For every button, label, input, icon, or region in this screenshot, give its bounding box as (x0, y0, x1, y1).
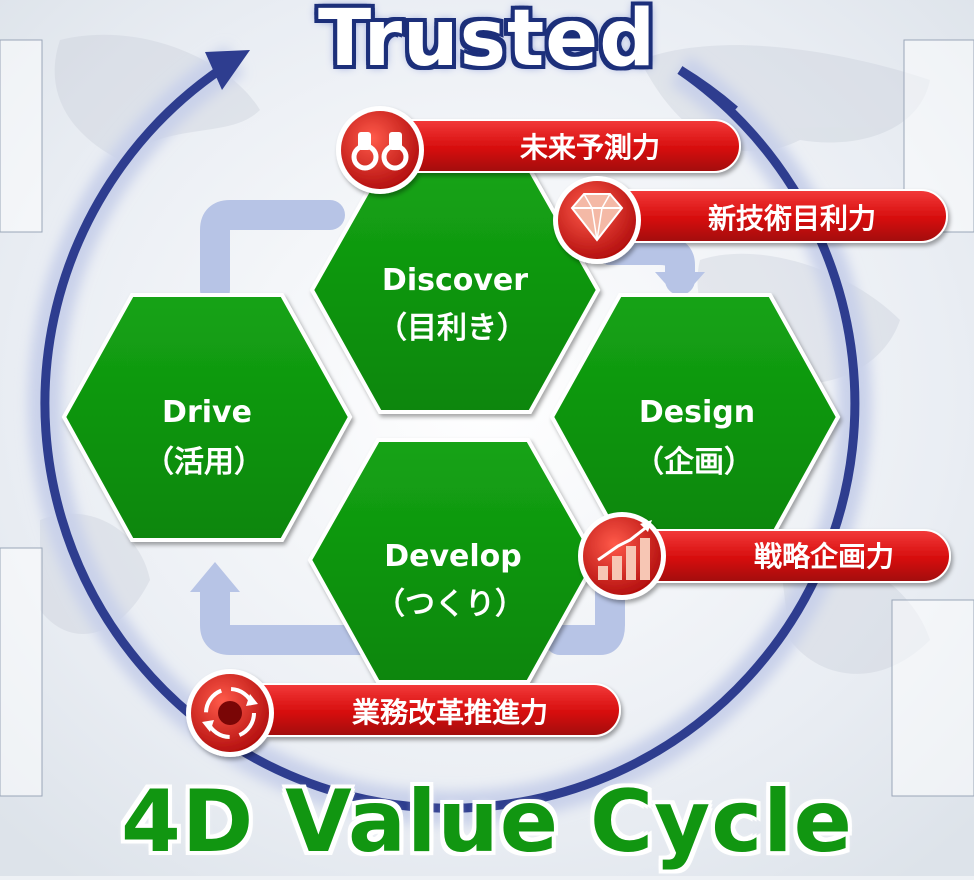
value-cycle-ring (27, 45, 872, 826)
develop-name: Develop (384, 539, 522, 574)
capability-label-strategy: 戦略企画力 (754, 540, 894, 573)
inner-arrow-head-2 (655, 272, 705, 300)
left-top-panel (0, 39, 43, 233)
inner-arrow-head (190, 562, 240, 592)
drive-sub: （活用） (144, 445, 264, 480)
cycle-title: 4D Value Cycle (121, 772, 853, 872)
capability-label-tech-insight: 新技術目利力 (708, 202, 876, 235)
right-bottom-panel (891, 599, 974, 797)
capability-label-forecast: 未来予測力 (520, 131, 660, 164)
drive-name: Drive (162, 395, 252, 430)
discover-name: Discover (382, 263, 528, 298)
hexagon-develop (307, 438, 599, 684)
diamond-icon (570, 193, 624, 242)
develop-sub: （つくり） (375, 587, 525, 622)
binoculars-icon (351, 132, 409, 171)
left-bottom-panel (0, 547, 43, 797)
cycle-arrows-icon (202, 687, 258, 739)
trusted-title: Trusted (317, 0, 657, 84)
design-name: Design (639, 395, 755, 430)
hexagon-drive (61, 293, 353, 542)
growth-chart-icon (597, 520, 652, 580)
inner-cycle-arrows (200, 200, 695, 655)
discover-sub: （目利き） (377, 311, 527, 346)
design-sub: （企画） (634, 445, 754, 480)
cycle-arrow-head (205, 50, 250, 90)
capability-label-transformation: 業務改革推進力 (352, 696, 548, 729)
